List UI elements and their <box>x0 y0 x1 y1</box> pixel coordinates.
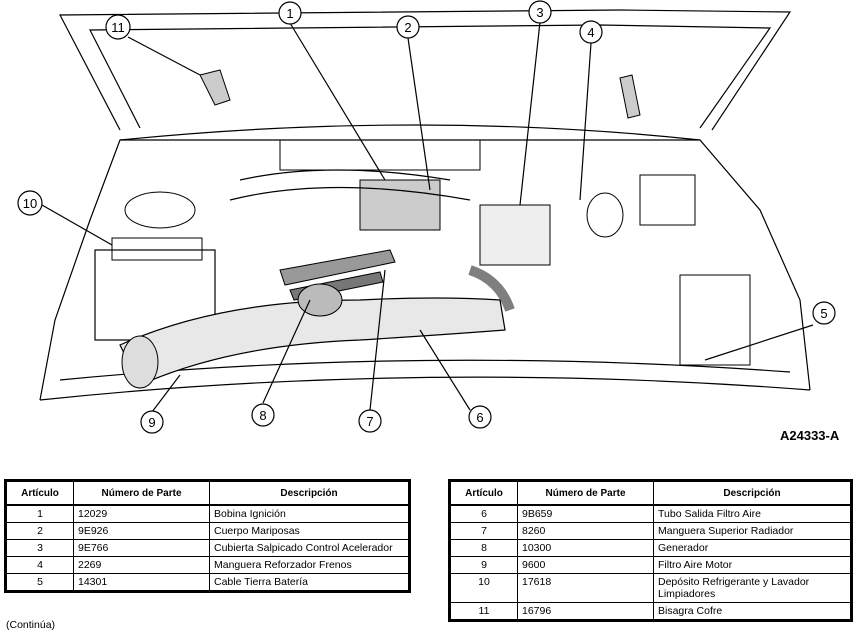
callout-9: 9 <box>140 410 164 434</box>
callout-label: 7 <box>366 414 373 429</box>
cell-descripcion: Manguera Reforzador Frenos <box>209 556 410 574</box>
callout-label: 1 <box>286 6 293 21</box>
cell-descripcion: Cubierta Salpicado Control Acelerador <box>209 539 410 557</box>
callout-label: 8 <box>259 408 266 423</box>
callout-8: 8 <box>251 403 275 427</box>
cell-descripcion: Tubo Salida Filtro Aire <box>653 504 852 523</box>
header-numero-parte: Número de Parte <box>517 480 654 506</box>
engine-compartment-diagram: 1 2 3 4 5 6 7 8 9 10 11 <box>17 0 836 434</box>
cell-articulo: 3 <box>5 539 74 557</box>
cell-articulo: 1 <box>5 504 74 523</box>
header-numero-parte: Número de Parte <box>73 480 210 506</box>
callout-4: 4 <box>579 20 603 44</box>
cell-descripcion: Bobina Ignición <box>209 504 410 523</box>
continued-note: (Continúa) <box>6 619 56 631</box>
cell-numero-parte: 8260 <box>517 522 654 540</box>
cell-articulo: 5 <box>5 573 74 592</box>
cell-descripcion: Manguera Superior Radiador <box>653 522 852 540</box>
callout-label: 10 <box>23 196 37 211</box>
cell-articulo: 10 <box>449 573 518 603</box>
cell-descripcion: Depósito Refrigerante y Lavador Limpiado… <box>653 573 852 603</box>
header-descripcion: Descripción <box>653 480 852 506</box>
throttle-body <box>359 179 441 231</box>
header-descripcion: Descripción <box>209 480 410 506</box>
cell-articulo: 9 <box>449 556 518 574</box>
cell-descripcion: Cuerpo Mariposas <box>209 522 410 540</box>
cell-articulo: 4 <box>5 556 74 574</box>
callout-label: 4 <box>587 25 594 40</box>
callout-6: 6 <box>468 405 492 429</box>
cell-articulo: 6 <box>449 504 518 523</box>
callout-1: 1 <box>278 1 302 25</box>
callout-2: 2 <box>396 15 420 39</box>
cell-descripcion: Filtro Aire Motor <box>653 556 852 574</box>
hood-hinge <box>199 69 231 106</box>
callout-3: 3 <box>528 0 552 24</box>
cell-articulo: 8 <box>449 539 518 557</box>
hood-outline <box>59 9 792 131</box>
cell-numero-parte: 14301 <box>73 573 210 592</box>
cell-articulo: 2 <box>5 522 74 540</box>
header-articulo: Artículo <box>5 480 74 506</box>
radiator-support <box>39 376 811 401</box>
callout-label: 3 <box>536 5 543 20</box>
callout-11: 11 <box>105 14 131 40</box>
cell-descripcion: Cable Tierra Batería <box>209 573 410 592</box>
callout-label: 5 <box>820 306 827 321</box>
cell-numero-parte: 9E766 <box>73 539 210 557</box>
cell-numero-parte: 17618 <box>517 573 654 603</box>
callout-5: 5 <box>812 301 836 325</box>
fuse-box <box>639 174 696 226</box>
air-intake-tube <box>119 297 506 386</box>
cell-descripcion: Bisagra Cofre <box>653 602 852 621</box>
cell-descripcion: Generador <box>653 539 852 557</box>
generator-shape <box>297 283 343 317</box>
coolant-reservoir-shape <box>124 191 196 229</box>
header-articulo: Artículo <box>449 480 518 506</box>
cell-numero-parte: 12029 <box>73 504 210 523</box>
callout-7: 7 <box>358 409 382 433</box>
cell-numero-parte: 9B659 <box>517 504 654 523</box>
cell-numero-parte: 9600 <box>517 556 654 574</box>
cell-numero-parte: 16796 <box>517 602 654 621</box>
callout-label: 6 <box>476 410 483 425</box>
radiator-hose <box>279 249 396 286</box>
callout-label: 2 <box>404 20 411 35</box>
cell-numero-parte: 9E926 <box>73 522 210 540</box>
cell-articulo: 11 <box>449 602 518 621</box>
callout-10: 10 <box>17 190 43 216</box>
cell-articulo: 7 <box>449 522 518 540</box>
cell-numero-parte: 10300 <box>517 539 654 557</box>
figure-id: A24333-A <box>780 428 840 443</box>
callout-label: 9 <box>148 415 155 430</box>
callout-label: 11 <box>111 20 125 35</box>
cell-numero-parte: 2269 <box>73 556 210 574</box>
